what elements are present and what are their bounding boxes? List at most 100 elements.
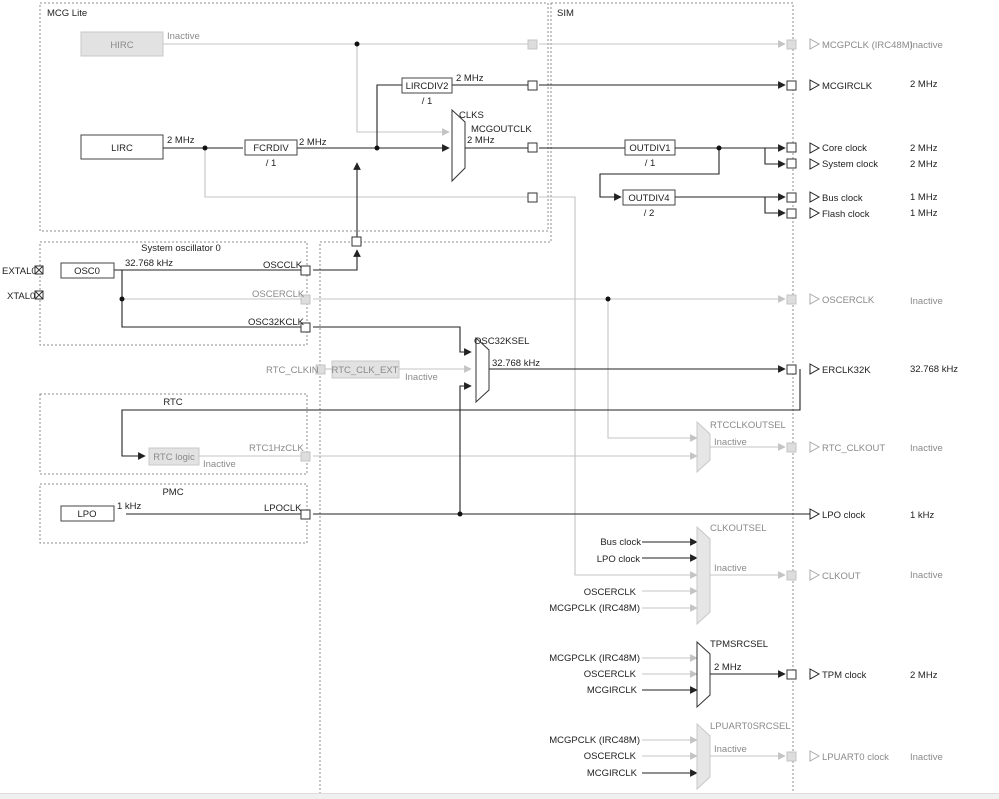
block-rtc-logic-label: RTC logic <box>153 452 195 463</box>
port-square <box>300 265 311 276</box>
wire-lirc-to-sim <box>204 148 528 198</box>
output-arrow-icon <box>809 750 821 762</box>
osc0-freq: 32.768 kHz <box>125 258 173 269</box>
mux-lpuart0srcsel[interactable] <box>696 722 711 791</box>
output-lpo-clock-value: 1 kHz <box>910 510 935 521</box>
output-lpo-clock-name: LPO clock <box>822 510 866 521</box>
block-hirc[interactable] <box>80 31 164 57</box>
junction-dot <box>457 511 463 517</box>
region-pmc-label: PMC <box>162 487 183 498</box>
block-lirc[interactable] <box>80 134 164 160</box>
wire-flash-clock <box>764 197 786 217</box>
output-mcgpclk-name: MCGPCLK (IRC48M) <box>822 40 913 51</box>
region-sim-left-edge <box>319 3 552 793</box>
output-mcgirclk-value: 2 MHz <box>910 79 938 90</box>
horizontal-scrollbar[interactable] <box>0 793 999 799</box>
pin-xtal0-icon[interactable] <box>34 290 44 300</box>
mux-clkoutsel[interactable] <box>696 525 711 626</box>
lpoclk-label: LPOCLK <box>264 503 302 514</box>
output-erclk32k-value: 32.768 kHz <box>910 364 958 375</box>
wire-to-lircdiv2 <box>376 84 402 148</box>
port-square <box>786 294 797 305</box>
mux-osc32ksel[interactable] <box>475 336 490 404</box>
block-lircdiv2[interactable] <box>401 77 453 94</box>
output-bus-clock-value: 1 MHz <box>910 192 938 203</box>
rtcclkoutsel-status: Inactive <box>714 437 747 448</box>
output-core-clock-name: Core clock <box>822 143 867 154</box>
clks-label: CLKS <box>459 110 484 121</box>
tpmsrcsel-input-oscer: OSCERCLK <box>584 669 637 680</box>
tpmsrcsel-label: TPMSRCSEL <box>710 639 768 650</box>
tpmsrcsel-freq: 2 MHz <box>714 662 742 673</box>
wire-to-outdiv4 <box>599 148 720 201</box>
clkoutsel-label: CLKOUTSEL <box>710 523 767 534</box>
region-rtc <box>39 393 308 475</box>
oscerclk-label: OSCERCLK <box>252 289 305 300</box>
wire-to-clkoutsel <box>539 196 698 579</box>
output-arrow-icon <box>809 142 821 154</box>
port-square <box>300 294 311 305</box>
block-fcrdiv[interactable] <box>244 139 298 156</box>
wire-erclk32k-to-rtc <box>121 369 801 460</box>
lirc-freq: 2 MHz <box>167 135 195 146</box>
lpo-freq: 1 kHz <box>117 501 142 512</box>
lircdiv2-freq: 2 MHz <box>456 73 484 84</box>
oscclk-label: OSCCLK <box>263 260 303 271</box>
block-lpo-label: LPO <box>77 509 96 520</box>
mcgoutclk-freq: 2 MHz <box>467 135 495 146</box>
region-sim <box>551 2 794 793</box>
osc32ksel-label: OSC32KSEL <box>474 336 529 347</box>
block-hirc-label: HIRC <box>110 40 133 51</box>
hirc-status: Inactive <box>167 31 200 42</box>
block-osc0[interactable] <box>60 262 115 279</box>
lpuart0srcsel-input-mcgp: MCGPCLK (IRC48M) <box>549 735 640 746</box>
port-square <box>786 751 797 762</box>
output-core-clock-value: 2 MHz <box>910 143 938 154</box>
output-arrow-icon <box>809 293 821 305</box>
wire-system-clock <box>764 148 786 168</box>
mux-clks[interactable] <box>451 108 466 183</box>
rtc-clk-ext-status: Inactive <box>405 372 438 383</box>
output-bus-clock-name: Bus clock <box>822 193 863 204</box>
mux-tpmsrcsel[interactable] <box>696 640 711 709</box>
rtc-logic-status: Inactive <box>203 459 236 470</box>
tpmsrcsel-input-mcgp: MCGPCLK (IRC48M) <box>549 653 640 664</box>
block-rtc-clk-ext-label: RTC_CLK_EXT <box>332 365 399 376</box>
block-outdiv1[interactable] <box>624 139 676 156</box>
tpmsrcsel-input-mcgir: MCGIRCLK <box>587 685 638 696</box>
block-outdiv1-label: OUTDIV1 <box>629 143 670 154</box>
junction-dot <box>716 145 722 151</box>
output-tpm-clock-value: 2 MHz <box>910 670 938 681</box>
pin-extal0-icon[interactable] <box>34 265 44 275</box>
junction-dot <box>354 41 360 47</box>
block-lpo[interactable] <box>60 505 115 522</box>
port-square <box>527 142 538 153</box>
block-lircdiv2-divider: / 1 <box>422 96 433 107</box>
output-arrow-icon <box>809 363 821 375</box>
port-square <box>300 322 311 333</box>
output-arrow-icon <box>809 441 821 453</box>
pin-xtal0-label: XTAL0 <box>7 291 35 302</box>
block-rtc-clk-ext[interactable] <box>331 360 400 379</box>
block-outdiv4-label: OUTDIV4 <box>628 193 669 204</box>
output-clkout-value: Inactive <box>910 570 943 581</box>
output-flash-clock-name: Flash clock <box>822 209 870 220</box>
output-arrow-icon <box>809 191 821 203</box>
output-arrow-icon <box>809 79 821 91</box>
junction-dot <box>374 145 380 151</box>
output-arrow-icon <box>809 158 821 170</box>
output-rtc-clkout-name: RTC_CLKOUT <box>822 443 885 454</box>
block-rtc-logic[interactable] <box>148 447 200 466</box>
output-arrow-icon <box>809 569 821 581</box>
mux-rtcclkoutsel[interactable] <box>696 420 711 474</box>
block-outdiv4[interactable] <box>622 189 676 206</box>
output-system-clock-value: 2 MHz <box>910 159 938 170</box>
port-square <box>786 158 797 169</box>
region-sim-label: SIM <box>557 8 574 19</box>
port-square <box>300 451 311 462</box>
block-lirc-label: LIRC <box>111 143 133 154</box>
port-square <box>786 208 797 219</box>
rtcclkoutsel-label: RTCCLKOUTSEL <box>710 420 786 431</box>
junction-dot <box>119 296 125 302</box>
